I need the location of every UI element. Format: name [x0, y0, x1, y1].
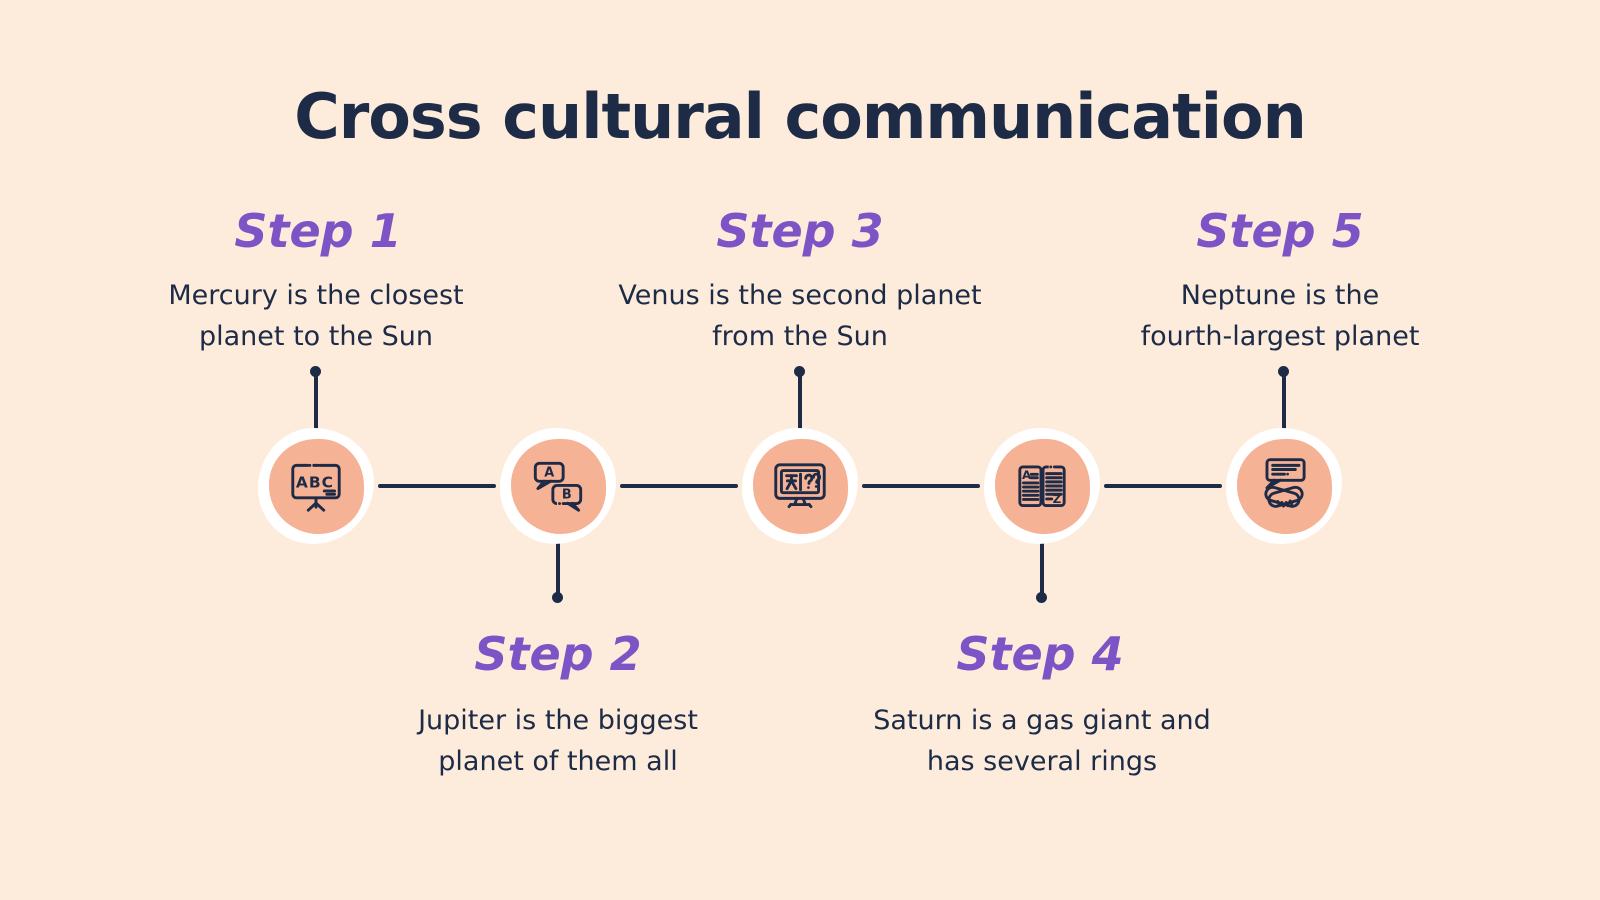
- step-2-description-line-2: planet of them all: [438, 746, 678, 777]
- bubble-a-text: A: [544, 466, 554, 481]
- step-4-description-line-1: Saturn is a gas giant and: [873, 705, 1211, 736]
- timeline-connector-3-4: [862, 484, 980, 488]
- step-1-description: Mercury is the closest planet to the Sun: [96, 275, 536, 357]
- step-1-description-line-2: planet to the Sun: [198, 321, 434, 352]
- step-2-circle: A B: [510, 438, 606, 534]
- step-2-node: A B: [500, 428, 616, 544]
- dictionary-book-icon: A Z: [1018, 464, 1066, 508]
- step-3-node: [742, 428, 858, 544]
- translation-monitor-icon: [774, 463, 826, 509]
- speech-bubbles-ab-icon: A B: [533, 461, 583, 512]
- step-5-node: [1226, 428, 1342, 544]
- handshake-speech-icon: [1264, 458, 1306, 508]
- step-4-label: Step 4: [956, 627, 1124, 681]
- step-1-circle: ABC: [268, 438, 364, 534]
- step-3-circle: [752, 438, 848, 534]
- step-2-connector-dot: [552, 592, 563, 603]
- step-4-description: Saturn is a gas giant and has several ri…: [822, 700, 1262, 782]
- step-5-circle: [1236, 438, 1332, 534]
- step-3-label: Step 3: [716, 204, 884, 258]
- step-2-description-line-1: Jupiter is the biggest: [418, 705, 698, 736]
- step-2-description: Jupiter is the biggest planet of them al…: [338, 700, 778, 782]
- step-1-description-line-1: Mercury is the closest: [168, 280, 464, 311]
- step-3-description: Venus is the second planet from the Sun: [580, 275, 1020, 357]
- step-5-description-line-1: Neptune is the: [1180, 280, 1380, 311]
- bubble-b-text: B: [562, 488, 572, 503]
- step-4-connector-dot: [1036, 592, 1047, 603]
- step-3-connector-stem: [798, 370, 802, 432]
- presentation-board-icon: ABC: [291, 463, 341, 512]
- step-1-connector-stem: [314, 370, 318, 432]
- book-z-text: Z: [1053, 492, 1062, 506]
- step-4-node: A Z: [984, 428, 1100, 544]
- step-4-description-line-2: has several rings: [926, 746, 1158, 777]
- step-5-connector-stem: [1282, 370, 1286, 432]
- board-letters-text: ABC: [296, 474, 334, 492]
- step-3-connector-dot: [794, 366, 805, 377]
- step-2-label: Step 2: [474, 627, 642, 681]
- step-5-connector-dot: [1278, 366, 1289, 377]
- step-5-description-line-2: fourth-largest planet: [1140, 321, 1420, 352]
- step-1-label: Step 1: [234, 204, 402, 258]
- page-title: Cross cultural communication: [294, 80, 1307, 153]
- book-a-text: A: [1022, 468, 1032, 482]
- timeline-connector-1-2: [378, 484, 496, 488]
- step-2-connector-stem: [556, 536, 560, 598]
- step-5-description: Neptune is the fourth-largest planet: [1060, 275, 1500, 357]
- timeline-connector-2-3: [620, 484, 738, 488]
- step-4-circle: A Z: [994, 438, 1090, 534]
- step-1-node: ABC: [258, 428, 374, 544]
- step-3-description-line-1: Venus is the second planet: [618, 280, 982, 311]
- timeline-connector-4-5: [1104, 484, 1222, 488]
- step-5-label: Step 5: [1196, 204, 1364, 258]
- step-4-connector-stem: [1040, 536, 1044, 598]
- step-1-connector-dot: [310, 366, 321, 377]
- step-3-description-line-2: from the Sun: [712, 321, 888, 352]
